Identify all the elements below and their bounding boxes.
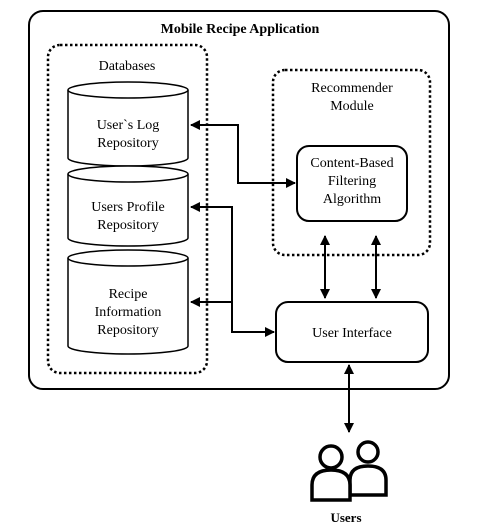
algorithm-label-line1: Content-Based [310, 156, 393, 171]
users-profile-label-line2: Repository [97, 218, 158, 233]
users-log-label-line2: Repository [97, 136, 158, 151]
user-interface-label: User Interface [312, 326, 392, 341]
cylinder-icon [67, 174, 189, 247]
app-frame [28, 10, 450, 390]
user-interface-box [275, 301, 429, 363]
users-log-repository: User`s Log Repository [67, 81, 189, 167]
content-based-filtering-box [296, 145, 408, 222]
connector-ui-recipe-info [190, 297, 275, 337]
cylinder-icon [67, 258, 189, 355]
recipe-info-label-line3: Repository [97, 323, 158, 338]
users-profile-repository: Users Profile Repository [67, 165, 189, 247]
users-log-label-line1: User`s Log [97, 118, 160, 133]
connector-algorithm-users-log [190, 120, 296, 188]
recipe-information-repository: Recipe Information Repository [67, 249, 189, 355]
recommender-label-line2: Module [330, 99, 374, 114]
algorithm-label-line3: Algorithm [323, 192, 381, 207]
recipe-info-label-line2: Information [95, 305, 162, 320]
databases-label: Databases [99, 59, 156, 74]
databases-group [46, 43, 209, 375]
users-label: Users [330, 510, 361, 525]
recipe-info-label-line1: Recipe [109, 287, 148, 302]
users-icon [310, 440, 388, 502]
app-title: Mobile Recipe Application [161, 22, 320, 37]
recommender-module-group [271, 68, 432, 257]
recommender-label-line1: Recommender [311, 81, 393, 96]
algorithm-label-line2: Filtering [328, 174, 376, 189]
connector-ui-users-profile [190, 202, 233, 332]
users-profile-label-line1: Users Profile [91, 200, 165, 215]
